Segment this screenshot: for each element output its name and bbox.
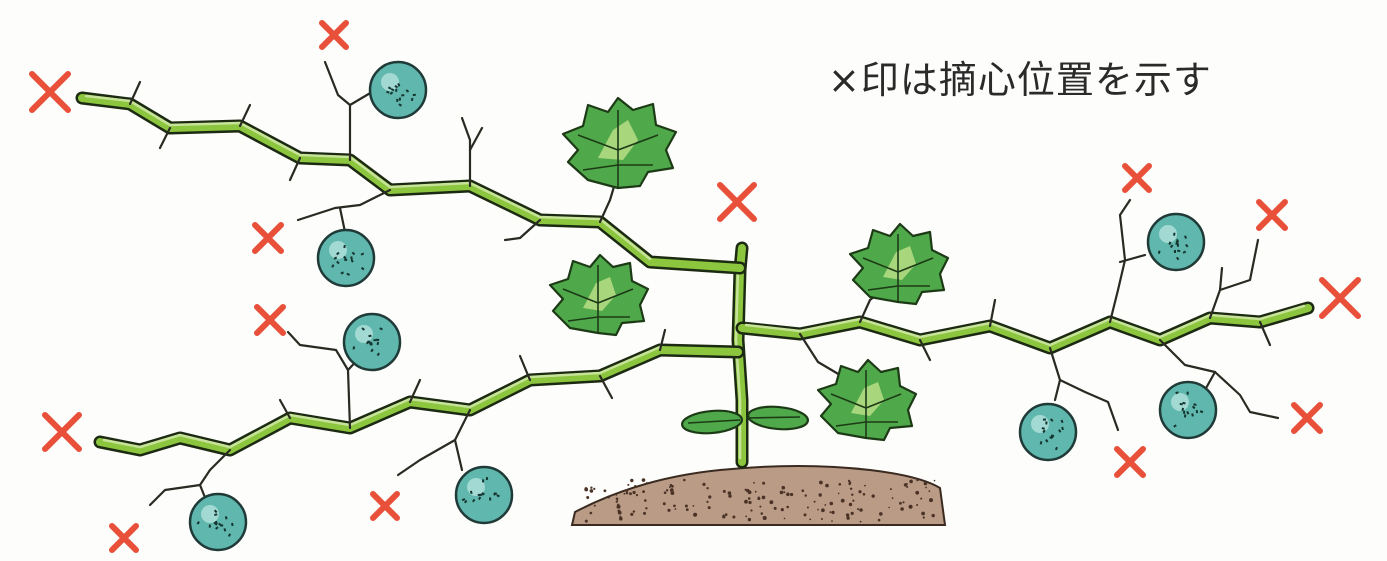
pinch-x-icon: [373, 494, 397, 518]
pinch-x-icon: [1259, 202, 1285, 228]
melon-fruit-icon: [456, 467, 512, 523]
right-vine: [742, 306, 1308, 348]
pinch-x-icon: [1322, 280, 1358, 316]
pinch-x-icon: [720, 185, 754, 219]
pinch-x-icon: [1117, 449, 1143, 475]
grape-leaf: [850, 224, 948, 304]
pinch-x-icon: [112, 526, 136, 550]
grape-leaf: [818, 360, 916, 440]
runner-vines: [82, 96, 1308, 450]
side-shoots: [130, 62, 1278, 510]
pinch-x-icon: [32, 74, 68, 110]
grape-leaf: [550, 255, 648, 335]
melon-fruit-icon: [1020, 404, 1076, 460]
pinch-marks: [32, 23, 1358, 550]
melon-fruit-icon: [344, 314, 400, 370]
pinch-x-icon: [45, 415, 79, 449]
melon-fruit-icon: [190, 494, 246, 550]
grape-leaf: [563, 98, 676, 188]
soil-mound: [572, 466, 945, 525]
pinch-x-icon: [322, 23, 346, 47]
lower-left-vine: [100, 347, 738, 450]
melon-fruit-icon: [1148, 214, 1204, 270]
pinch-x-icon: [257, 307, 283, 333]
pinch-x-icon: [255, 225, 281, 251]
melon-fruit-icon: [1160, 382, 1216, 438]
pinch-x-icon: [1125, 166, 1149, 190]
leaves: [550, 98, 948, 440]
melon-fruit-icon: [318, 230, 374, 286]
melon-fruit-icon: [370, 62, 426, 118]
pinch-x-icon: [1294, 405, 1320, 431]
